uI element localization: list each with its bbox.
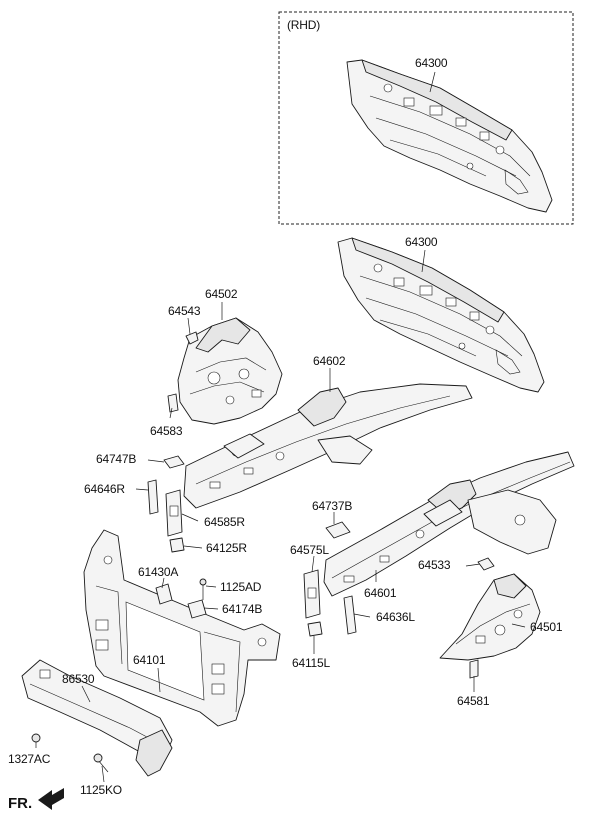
reinforcement-64636l xyxy=(343,595,357,635)
part-label-64300-rhd: 64300 xyxy=(415,56,448,70)
bolt-1125ad xyxy=(199,578,207,600)
fender-apron-lh xyxy=(439,573,541,661)
part-label-64115l: 64115L xyxy=(292,656,330,670)
leader-lines xyxy=(35,71,526,783)
bumper-beam xyxy=(21,659,173,777)
part-label-1125ko: 1125KO xyxy=(80,783,122,797)
part-label-64543: 64543 xyxy=(168,304,201,318)
rhd-box xyxy=(278,11,574,225)
front-direction-arrow xyxy=(38,788,64,810)
clip-64747b xyxy=(163,455,185,469)
bracket-64125r xyxy=(169,537,185,553)
part-label-61430a: 61430A xyxy=(138,565,179,579)
part-label-64601: 64601 xyxy=(364,586,397,600)
clip-64737b xyxy=(325,521,351,539)
part-label-64581: 64581 xyxy=(457,694,490,708)
part-label-64174b: 64174B xyxy=(222,602,263,616)
bolt-1125ko xyxy=(93,753,109,773)
bracket-64533 xyxy=(477,557,495,571)
part-label-64101: 64101 xyxy=(133,653,166,667)
part-label-1327ac: 1327AC xyxy=(8,752,51,766)
side-member-rh xyxy=(183,383,473,509)
part-label-1125ad: 1125AD xyxy=(220,580,262,594)
part-label-64747b: 64747B xyxy=(96,452,137,466)
dash-panel xyxy=(337,237,545,393)
rhd-label: (RHD) xyxy=(287,18,320,32)
part-label-64125r: 64125R xyxy=(206,541,247,555)
radiator-support xyxy=(83,529,281,727)
part-label-64502: 64502 xyxy=(205,287,238,301)
bracket-64581 xyxy=(469,659,479,679)
part-label-64602: 64602 xyxy=(313,354,346,368)
bracket-64583 xyxy=(167,393,179,413)
part-label-64501: 64501 xyxy=(530,620,563,634)
bracket-61430a xyxy=(155,583,173,605)
part-label-86530: 86530 xyxy=(62,672,95,686)
dash-panel-rhd xyxy=(346,59,553,213)
part-label-64533: 64533 xyxy=(418,558,451,572)
side-member-lh xyxy=(323,451,575,597)
bracket-64543 xyxy=(185,331,199,345)
reinforcement-64646r xyxy=(147,479,159,515)
part-label-64737b: 64737B xyxy=(312,499,353,513)
nut-1327ac xyxy=(31,733,41,743)
part-label-64300: 64300 xyxy=(405,235,438,249)
part-label-64646r: 64646R xyxy=(84,482,125,496)
front-label: FR. xyxy=(8,795,33,812)
part-label-64585r: 64585R xyxy=(204,515,245,529)
bracket-64174b xyxy=(187,599,207,619)
part-label-64583: 64583 xyxy=(150,424,183,438)
part-label-64636l: 64636L xyxy=(376,610,415,624)
part-label-64575l: 64575L xyxy=(290,543,329,557)
bracket-64115l xyxy=(307,621,323,637)
fender-apron-rh xyxy=(177,317,283,425)
